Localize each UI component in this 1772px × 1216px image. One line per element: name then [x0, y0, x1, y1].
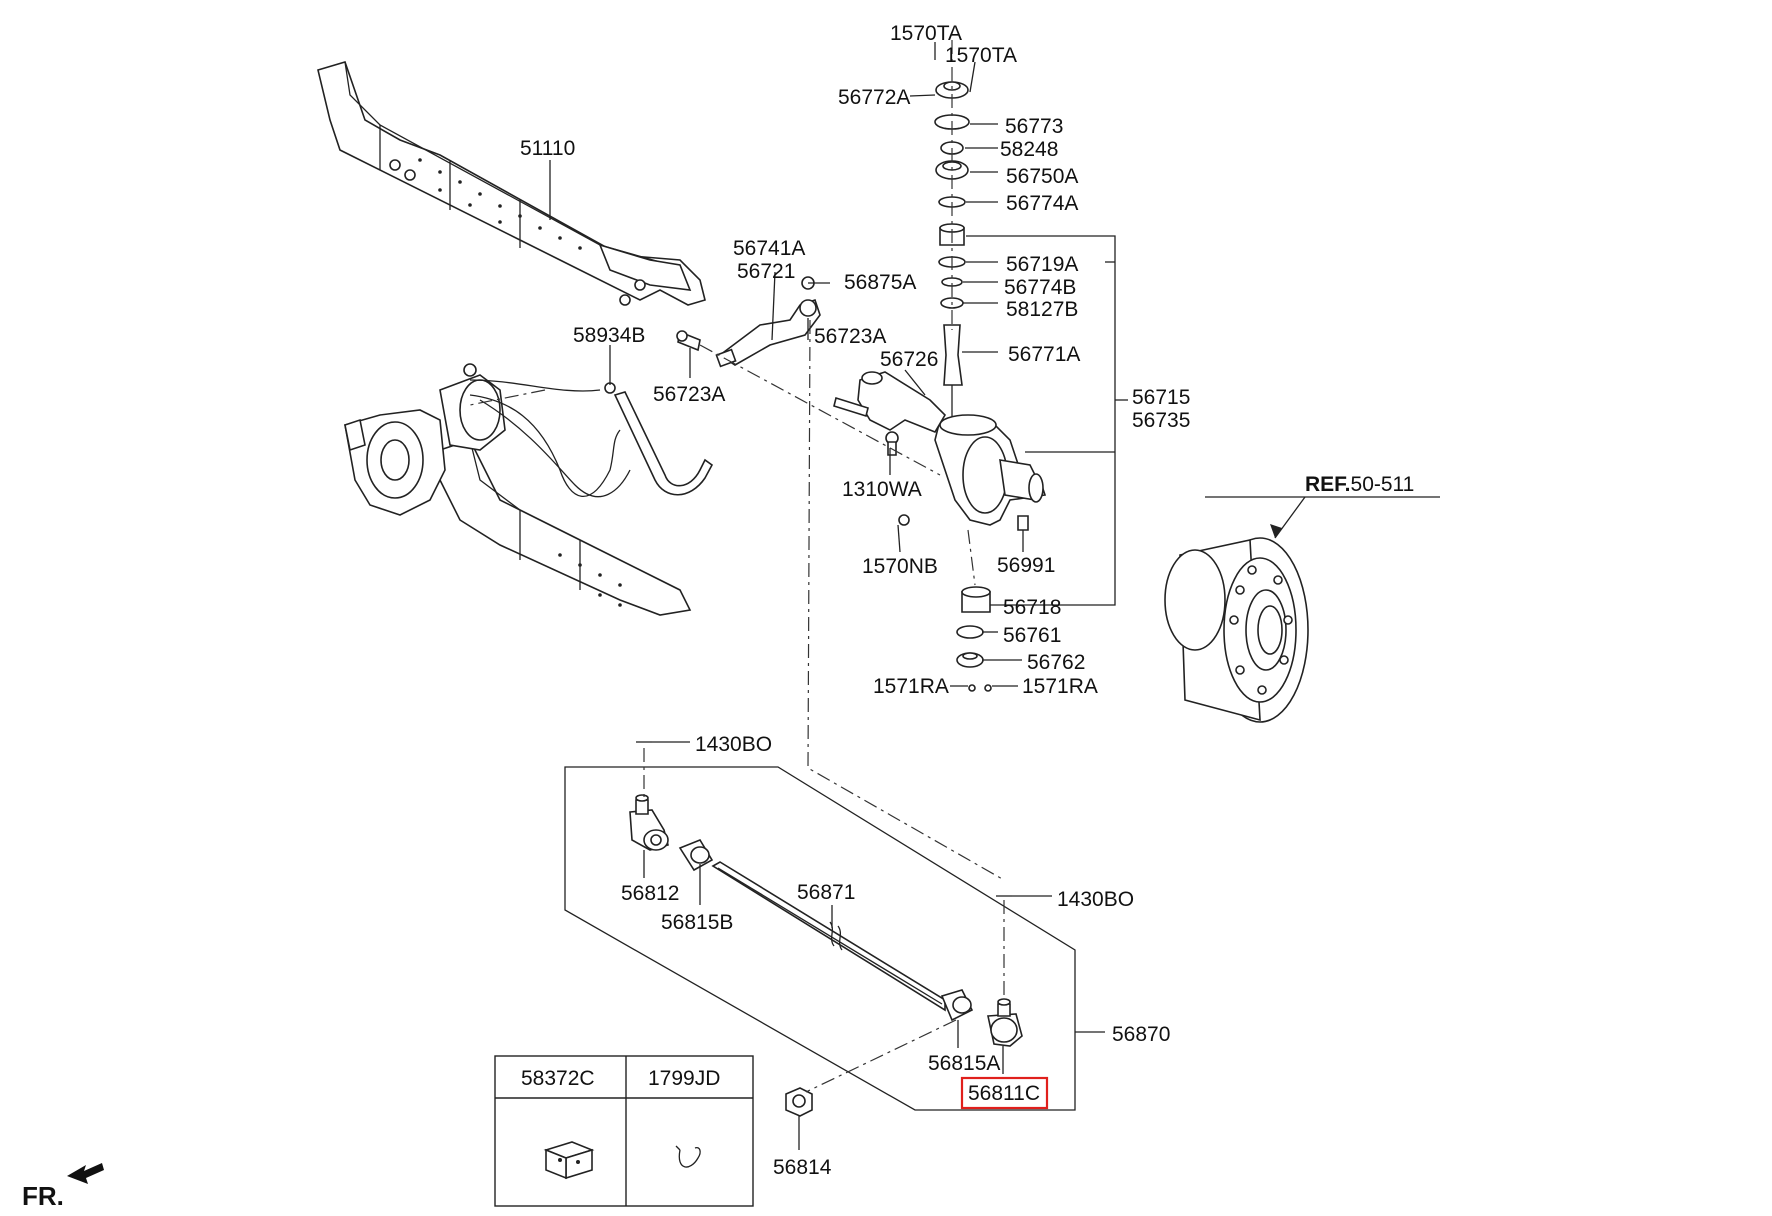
label-58934b[interactable]: 58934B: [573, 324, 645, 347]
bracket-58372c-icon: [543, 1141, 595, 1180]
fr-label: FR.: [22, 1181, 64, 1211]
label-56771a[interactable]: 56771A: [1008, 343, 1080, 366]
label-56814[interactable]: 56814: [773, 1156, 832, 1179]
label-56762[interactable]: 56762: [1027, 651, 1085, 674]
axle-beam-drawing: [317, 61, 714, 616]
centre-lines: [469, 40, 1005, 1093]
hub-ref-drawing: [1164, 537, 1309, 723]
label-56812[interactable]: 56812: [621, 882, 679, 905]
label-56811c[interactable]: 56811C: [968, 1082, 1040, 1105]
label-1310wa[interactable]: 1310WA: [842, 478, 922, 501]
front-direction-indicator: FR.: [22, 1163, 104, 1211]
label-56774b[interactable]: 56774B: [1004, 276, 1076, 299]
tie-rod-drawing: [564, 741, 1076, 1117]
label-56735[interactable]: 56735: [1132, 409, 1190, 432]
label-56723a-left[interactable]: 56723A: [653, 383, 725, 406]
label-58127b[interactable]: 58127B: [1006, 298, 1078, 321]
label-51110[interactable]: 51110: [520, 137, 575, 160]
label-1430bo-top[interactable]: 1430BO: [695, 733, 772, 756]
parts-table: 58372C 1799JD: [494, 1055, 754, 1207]
direction-arrow-icon: [67, 1163, 104, 1184]
table-header-58372c[interactable]: 58372C: [521, 1067, 595, 1090]
label-56715[interactable]: 56715: [1132, 386, 1190, 409]
label-56870[interactable]: 56870: [1112, 1023, 1170, 1046]
label-56726[interactable]: 56726: [880, 348, 938, 371]
label-56815b[interactable]: 56815B: [661, 911, 733, 934]
label-58248[interactable]: 58248: [1000, 138, 1058, 161]
label-1570ta-top[interactable]: 1570TA: [890, 22, 962, 45]
label-1571ra-right[interactable]: 1571RA: [1022, 675, 1098, 698]
label-56719a[interactable]: 56719A: [1006, 253, 1078, 276]
part-labels: 1570TA 1570TA 56772A 56773 58248 56750A …: [520, 22, 1414, 1179]
label-1430bo-right[interactable]: 1430BO: [1057, 888, 1134, 911]
label-1570ta-right[interactable]: 1570TA: [945, 44, 1017, 67]
label-1570nb[interactable]: 1570NB: [862, 555, 938, 578]
label-56741a[interactable]: 56741A: [733, 237, 805, 260]
label-56991[interactable]: 56991: [997, 554, 1055, 577]
ref-label[interactable]: REF.50-511: [1305, 473, 1414, 496]
label-56875a[interactable]: 56875A: [844, 271, 916, 294]
label-56871[interactable]: 56871: [797, 881, 855, 904]
table-header-1799jd[interactable]: 1799JD: [648, 1067, 720, 1090]
label-56773[interactable]: 56773: [1005, 115, 1063, 138]
ref-prefix: REF.: [1305, 473, 1351, 496]
label-56750a[interactable]: 56750A: [1006, 165, 1078, 188]
label-56761[interactable]: 56761: [1003, 624, 1061, 647]
label-56723a-right[interactable]: 56723A: [814, 325, 886, 348]
label-56774a[interactable]: 56774A: [1006, 192, 1078, 215]
label-1571ra-left[interactable]: 1571RA: [873, 675, 949, 698]
ref-number: 50-511: [1351, 473, 1415, 496]
clip-1799jd-icon: [675, 1145, 701, 1168]
label-56772a[interactable]: 56772A: [838, 86, 910, 109]
label-56718[interactable]: 56718: [1003, 596, 1061, 619]
knuckle-drawing: [833, 81, 1047, 692]
leader-lines: [549, 42, 1440, 1150]
label-56721[interactable]: 56721: [737, 260, 795, 283]
highlight-box-56811c: [960, 1076, 1049, 1110]
label-56815a[interactable]: 56815A: [928, 1052, 1000, 1075]
